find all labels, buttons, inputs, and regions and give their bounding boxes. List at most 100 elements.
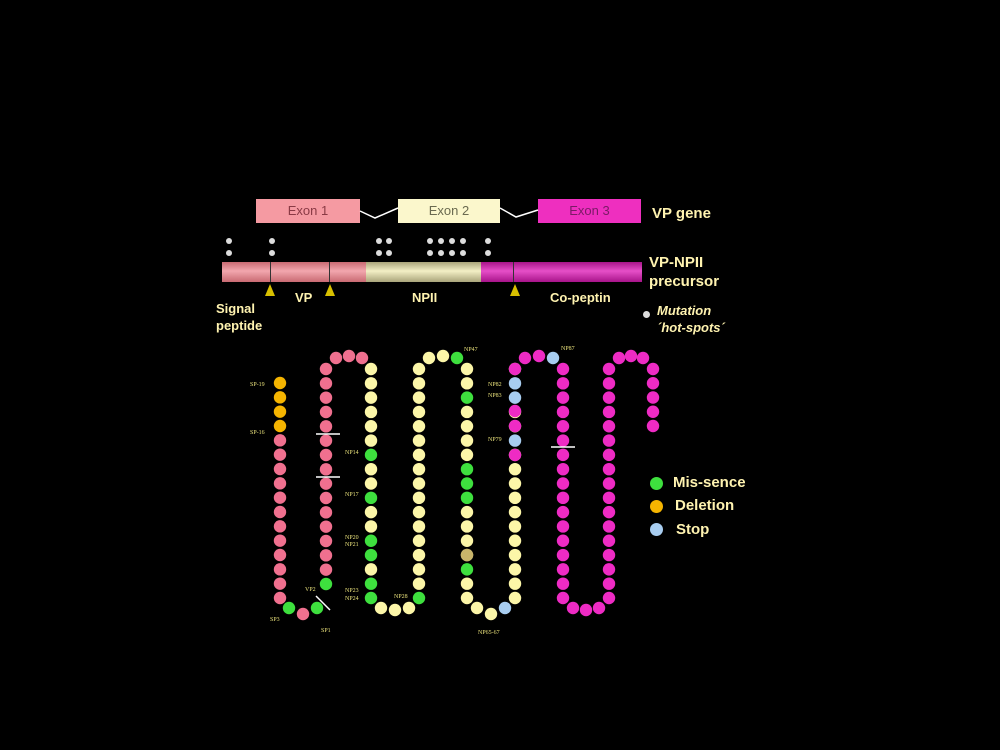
residue xyxy=(460,405,474,419)
residue xyxy=(602,577,616,590)
missense-legend-dot xyxy=(650,477,663,490)
residue xyxy=(556,505,570,519)
residue xyxy=(518,351,532,365)
hotspot-dot xyxy=(438,250,444,256)
npii-label: NPII xyxy=(412,290,438,305)
intron-2-line xyxy=(499,207,539,218)
mutation-residue xyxy=(364,548,378,562)
mutation-residue xyxy=(364,591,378,605)
residue xyxy=(602,477,616,490)
residue xyxy=(612,351,626,365)
residue xyxy=(273,491,287,504)
residue xyxy=(319,420,333,433)
residue xyxy=(602,505,616,519)
stop-legend-label: Stop xyxy=(676,521,710,538)
residue xyxy=(319,549,333,562)
residue xyxy=(556,491,570,505)
residue xyxy=(364,563,378,576)
residue xyxy=(556,448,570,462)
residue xyxy=(460,534,474,547)
residue xyxy=(273,462,287,476)
site-label: NP20 xyxy=(345,535,359,541)
residue xyxy=(412,434,426,447)
hotspot-dot xyxy=(460,238,466,244)
mutation-residue xyxy=(273,419,287,433)
precursor-label: VP-NPII precursor xyxy=(649,253,719,291)
residue xyxy=(556,591,570,605)
residue xyxy=(646,419,660,433)
precursor-label-line2: precursor xyxy=(649,273,720,290)
site-label: NP24 xyxy=(345,596,359,602)
mutation-residue xyxy=(460,548,474,562)
residue xyxy=(508,362,522,376)
residue xyxy=(355,351,369,365)
hotspot-dot xyxy=(386,238,392,244)
residue xyxy=(364,420,378,433)
residue xyxy=(566,601,580,615)
residue xyxy=(412,420,426,433)
residue xyxy=(460,420,474,433)
residue xyxy=(508,534,522,547)
residue xyxy=(602,405,616,419)
site-label: NP28 xyxy=(394,594,408,600)
residue xyxy=(412,534,426,547)
residue xyxy=(602,377,616,390)
residue xyxy=(508,505,522,519)
residue xyxy=(319,434,333,447)
signal-label-line2: peptide xyxy=(216,318,263,333)
residue xyxy=(636,351,650,365)
mutation-residue xyxy=(508,391,522,404)
residue xyxy=(273,577,287,590)
residue xyxy=(460,377,474,390)
residue xyxy=(602,591,616,605)
site-label: NP21 xyxy=(345,542,359,548)
hotspot-dot xyxy=(485,238,491,244)
site-label: SP3 xyxy=(270,617,280,623)
mutation-residue xyxy=(450,351,464,365)
site-label: NP65-67 xyxy=(478,630,500,636)
residue xyxy=(602,563,616,576)
mutation-residue xyxy=(460,462,474,476)
residue xyxy=(602,434,616,447)
residue xyxy=(460,520,474,533)
missense-legend-label: Mis-sence xyxy=(673,474,746,491)
residue xyxy=(412,462,426,476)
mutation-residue xyxy=(508,377,522,390)
residue xyxy=(412,448,426,462)
intron-1-line xyxy=(359,207,399,219)
residue xyxy=(556,477,570,490)
residue xyxy=(508,577,522,590)
mutation-residue xyxy=(273,391,287,404)
cleavage-tick xyxy=(270,262,271,282)
hotspot-dot xyxy=(438,238,444,244)
residue xyxy=(319,377,333,390)
residue xyxy=(422,351,436,365)
site-label: NP83 xyxy=(488,393,502,399)
residue xyxy=(556,520,570,533)
residue xyxy=(319,463,333,476)
residue xyxy=(342,349,356,363)
residue xyxy=(364,377,378,390)
hotspot-legend-label: Mutation ´hot-spots´ xyxy=(657,302,725,336)
site-label: SP1 xyxy=(321,628,331,634)
hotspot-dot xyxy=(269,250,275,256)
signal-label-line1: Signal xyxy=(216,301,256,316)
hotspot-dot xyxy=(376,238,382,244)
residue xyxy=(556,362,570,376)
site-label: NP87 xyxy=(561,346,575,352)
residue xyxy=(329,351,343,365)
npii-segment xyxy=(366,262,481,282)
mutation-residue xyxy=(364,577,378,590)
residue xyxy=(374,601,388,615)
residue xyxy=(412,563,426,576)
hotspot-dot xyxy=(376,250,382,256)
site-label: VP2 xyxy=(305,587,316,593)
cleavage-tick xyxy=(329,262,330,282)
residue xyxy=(508,548,522,562)
site-label: SP-19 xyxy=(250,382,265,388)
residue xyxy=(273,563,287,576)
residue xyxy=(508,404,522,418)
site-label: NP82 xyxy=(488,382,502,388)
residue xyxy=(556,405,570,419)
